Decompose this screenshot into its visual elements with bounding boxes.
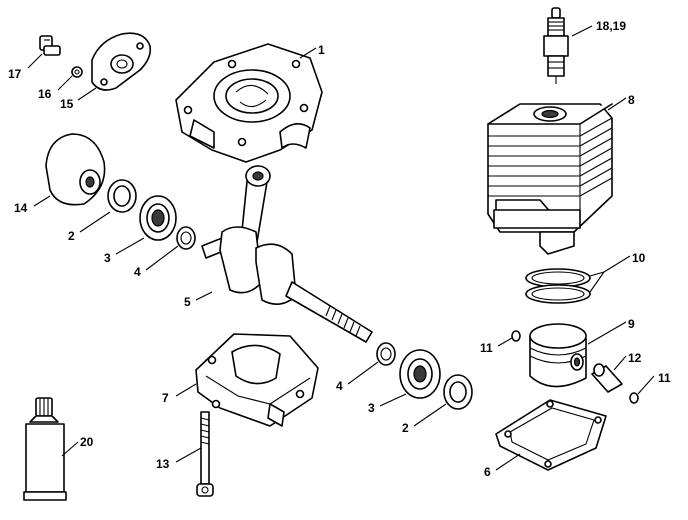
part-18-19-spark-plug (543, 7, 569, 84)
part-8-cylinder (487, 103, 613, 255)
cylinder-fins (488, 117, 613, 197)
part-1-crankcase-upper (175, 43, 323, 163)
callout-17: 17 (8, 67, 22, 81)
callout-5: 5 (184, 295, 191, 309)
part-4-washer-left (176, 226, 196, 250)
callout-labels: 1 8 18,19 17 16 15 14 2 3 4 5 10 9 11 11… (8, 19, 671, 479)
part-20-tube (23, 397, 67, 501)
part-4-washer-right (376, 342, 396, 366)
callout-11-right: 11 (658, 371, 671, 385)
callout-6: 6 (484, 465, 491, 479)
part-2-seal-right (443, 374, 473, 410)
callout-16: 16 (38, 87, 52, 101)
part-7-crankcase-lower (195, 333, 319, 427)
callout-20: 20 (80, 435, 94, 449)
part-16-grommet (71, 66, 83, 78)
callout-10: 10 (632, 251, 646, 265)
callout-2-left: 2 (68, 229, 75, 243)
callout-15: 15 (60, 97, 74, 111)
part-3-bearing-left (139, 195, 177, 241)
callout-7: 7 (162, 391, 169, 405)
callout-11-left: 11 (480, 341, 493, 355)
part-3-bearing-right (399, 349, 441, 399)
part-15-flange (91, 32, 152, 91)
callout-12: 12 (628, 351, 642, 365)
part-9-piston (529, 323, 587, 388)
part-11-circlip-right (629, 392, 639, 404)
callout-8: 8 (628, 93, 635, 107)
part-2-seal-left (107, 179, 137, 213)
callout-1: 1 (318, 43, 325, 57)
callout-3-right: 3 (368, 401, 375, 415)
part-6-gasket (495, 399, 607, 471)
callout-4-right: 4 (336, 379, 343, 393)
part-12-piston-pin (591, 363, 623, 393)
part-5-crankshaft (201, 165, 373, 343)
callout-4-left: 4 (134, 265, 141, 279)
part-17-fitting (39, 35, 61, 56)
callout-13: 13 (156, 457, 170, 471)
callout-9: 9 (628, 317, 635, 331)
part-10-piston-rings (525, 268, 591, 304)
callout-3-left: 3 (104, 251, 111, 265)
callout-14: 14 (14, 201, 28, 215)
part-11-circlip-left (511, 330, 521, 342)
part-13-bolt (196, 411, 214, 497)
part-14-cover (45, 133, 106, 206)
callout-2-right: 2 (402, 421, 409, 435)
leader-lines (27, 25, 655, 471)
callout-18-19: 18,19 (596, 19, 626, 33)
